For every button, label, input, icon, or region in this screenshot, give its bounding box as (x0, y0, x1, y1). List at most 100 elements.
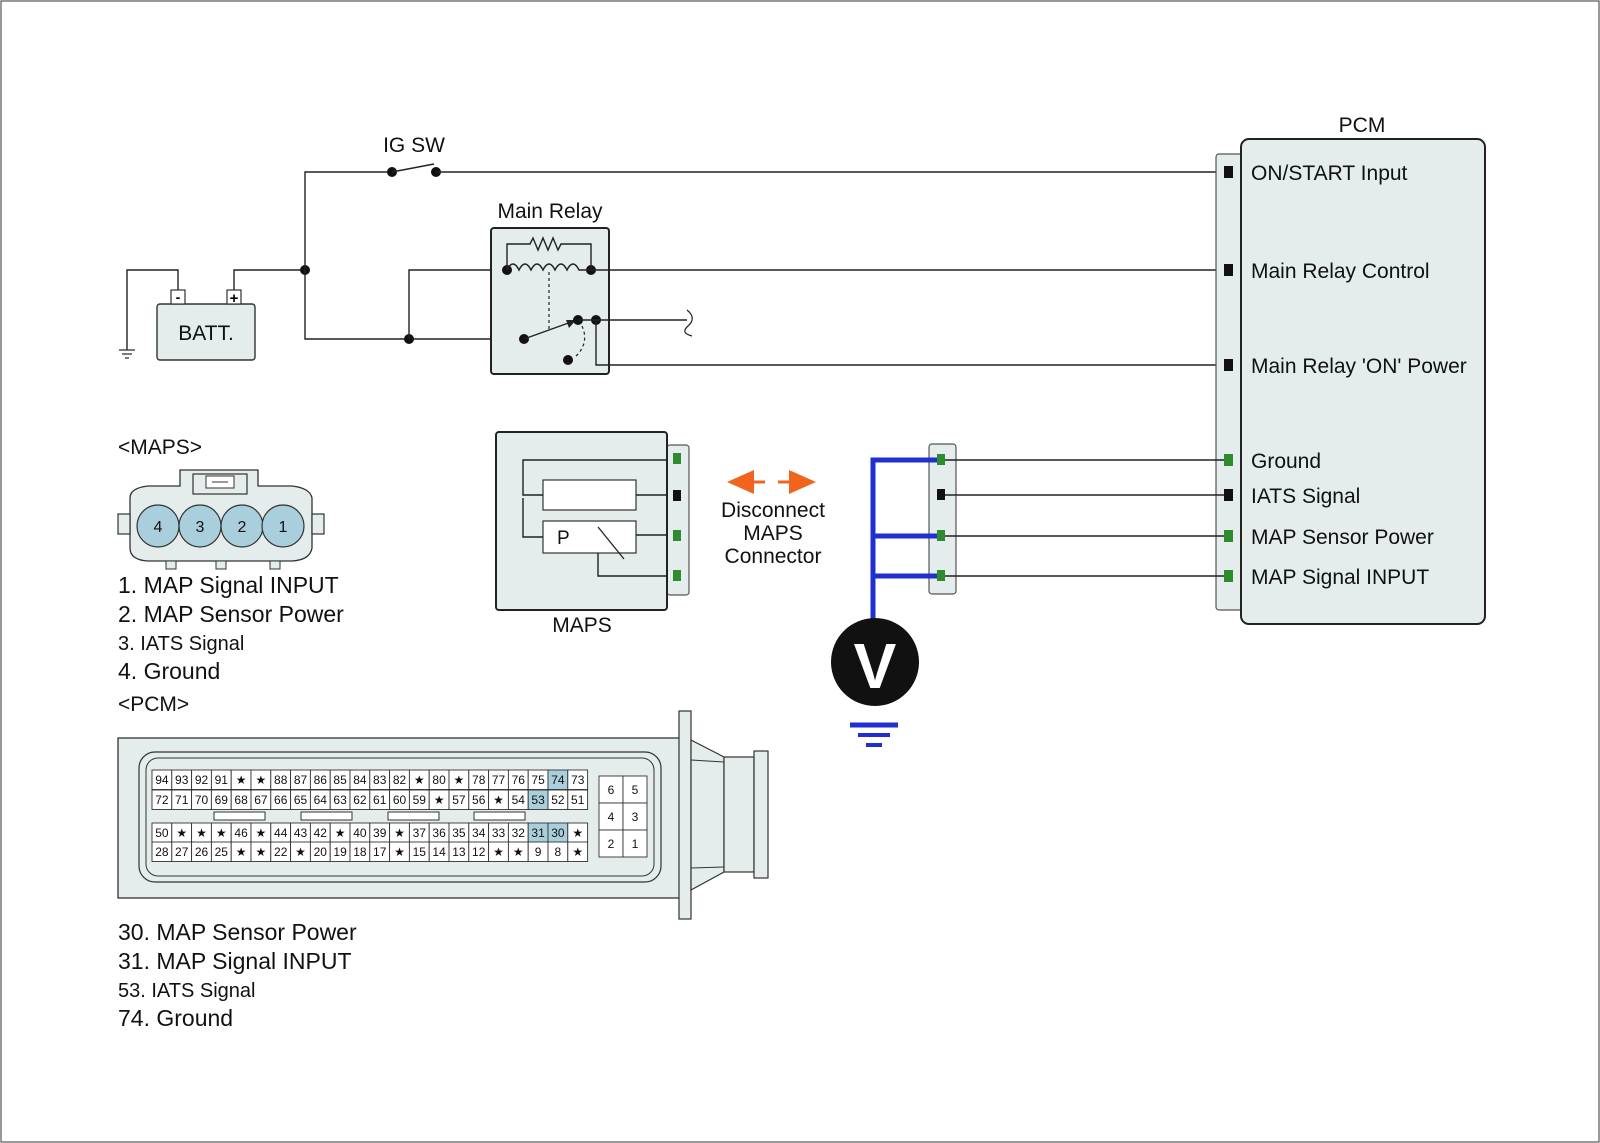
pcm-pin-number: 64 (314, 793, 328, 807)
pcm-pin-number: 92 (195, 773, 209, 787)
pcm-pin-number: 13 (452, 845, 466, 859)
pcm-pin-number: 26 (195, 845, 209, 859)
pcm-connector-title: <PCM> (118, 693, 189, 716)
pcm-pin-number: ★ (256, 826, 267, 840)
pcm-pin-number: 91 (215, 773, 229, 787)
pcm-pin-number: 86 (314, 773, 328, 787)
disconnect-line-3: Connector (725, 545, 822, 568)
pcm-aux-pin-number: 2 (608, 837, 615, 851)
pcm-pin-number: 93 (175, 773, 189, 787)
pcm-pin-number: 31 (531, 826, 545, 840)
pcm-aux-pin-number: 1 (632, 837, 639, 851)
pcm-terminal-label: Main Relay 'ON' Power (1251, 355, 1467, 378)
maps-legend-item: 1. MAP Signal INPUT (118, 572, 339, 598)
pcm-pin-number: 56 (472, 793, 486, 807)
pcm-pin-number: 15 (413, 845, 427, 859)
pcm-pin-number: 77 (492, 773, 506, 787)
pcm-terminal-pin (1224, 264, 1233, 276)
maps-connector-pin-number: 2 (238, 519, 247, 536)
ig-switch-blade (391, 163, 435, 173)
maps-legend-item: 3. IATS Signal (118, 633, 244, 655)
pcm-aux-pin-number: 3 (632, 810, 639, 824)
wire-break-symbol (684, 309, 693, 337)
maps-pressure-element (542, 520, 637, 554)
pcm-pin-number: 37 (413, 826, 427, 840)
pcm-pin-number: 74 (551, 773, 565, 787)
pcm-legend-item: 30. MAP Sensor Power (118, 919, 357, 945)
pcm-pin-number: 85 (333, 773, 347, 787)
pcm-pin-number: 82 (393, 773, 407, 787)
pcm-pin-number: ★ (414, 773, 425, 787)
pcm-pin-number: 17 (373, 845, 387, 859)
maps-legend-item: 2. MAP Sensor Power (118, 601, 344, 627)
pcm-pin-number: 39 (373, 826, 387, 840)
pcm-pin-number: 69 (215, 793, 229, 807)
pcm-pin-number: 84 (353, 773, 367, 787)
pcm-pin-number: 78 (472, 773, 486, 787)
pcm-pin-number: ★ (454, 773, 465, 787)
pcm-pin-number: 20 (314, 845, 328, 859)
pcm-terminal-label: ON/START Input (1251, 162, 1408, 185)
pcm-pin-number: ★ (572, 845, 583, 859)
relay-resistor (506, 236, 592, 270)
pcm-pin-number: ★ (236, 845, 247, 859)
pcm-pin-number: 53 (531, 793, 545, 807)
pcm-pin-number: 71 (175, 793, 189, 807)
pcm-pin-number: 72 (155, 793, 169, 807)
pcm-pin-number: 30 (551, 826, 565, 840)
battery-minus-sign: - (176, 289, 181, 305)
pcm-pin-number: 28 (155, 845, 169, 859)
pcm-pin-number: 9 (535, 845, 542, 859)
pcm-pin-number: 50 (155, 826, 169, 840)
pcm-title: PCM (1339, 114, 1386, 137)
pcm-pin-number: ★ (434, 793, 445, 807)
pcm-pin-number: 60 (393, 793, 407, 807)
pcm-pin-number: 87 (294, 773, 308, 787)
pcm-pin-number: ★ (394, 826, 405, 840)
pcm-pin-number: 44 (274, 826, 288, 840)
pcm-terminal-pin (1224, 454, 1233, 466)
pcm-pin-number: ★ (236, 773, 247, 787)
pcm-pin-number: 68 (234, 793, 248, 807)
pcm-pin-number: 63 (333, 793, 347, 807)
pcm-pin-number: 33 (492, 826, 506, 840)
harness-connector: V (831, 443, 1224, 747)
maps-p-label: P (557, 528, 570, 549)
pcm-aux-pin-number: 4 (608, 810, 615, 824)
pcm-pin-number: 54 (512, 793, 526, 807)
ig-switch-label: IG SW (383, 134, 445, 157)
power-circuit: - + BATT. IG SW Main Relay (119, 134, 1224, 375)
pcm-pin-number: ★ (493, 793, 504, 807)
pcm-pin-number: 8 (555, 845, 562, 859)
pcm-pin-number: 76 (512, 773, 526, 787)
pcm-pin-number: ★ (493, 845, 504, 859)
pcm-pin-number: ★ (295, 845, 306, 859)
pcm-pin-number: 52 (551, 793, 565, 807)
pcm-pin-number: 36 (432, 826, 446, 840)
pcm-aux-pin-number: 6 (608, 783, 615, 797)
relay-coil (506, 263, 591, 272)
pcm-pin-number: 34 (472, 826, 486, 840)
battery (156, 303, 256, 361)
disconnect-note: Disconnect MAPS Connector (721, 470, 825, 568)
pcm-pin-number: ★ (196, 826, 207, 840)
pcm-terminal-label: Ground (1251, 450, 1321, 473)
battery-label: BATT. (178, 322, 234, 345)
maps-connector-pin-number: 1 (279, 519, 288, 536)
pcm-pin-number: 46 (234, 826, 248, 840)
pcm-pin-number: 18 (353, 845, 367, 859)
relay-switch-blade (523, 320, 575, 340)
battery-plus-sign: + (230, 290, 239, 307)
pcm-pin-number: ★ (256, 845, 267, 859)
maps-temp-element (542, 479, 637, 511)
voltmeter (831, 618, 919, 706)
pcm-pin-number: 40 (353, 826, 367, 840)
pcm-legend-item: 74. Ground (118, 1005, 233, 1031)
pcm-aux-pin-number: 5 (632, 783, 639, 797)
pcm-terminal-label: MAP Sensor Power (1251, 526, 1434, 549)
pcm-pin-number: 35 (452, 826, 466, 840)
pcm-pin-number: 51 (571, 793, 585, 807)
